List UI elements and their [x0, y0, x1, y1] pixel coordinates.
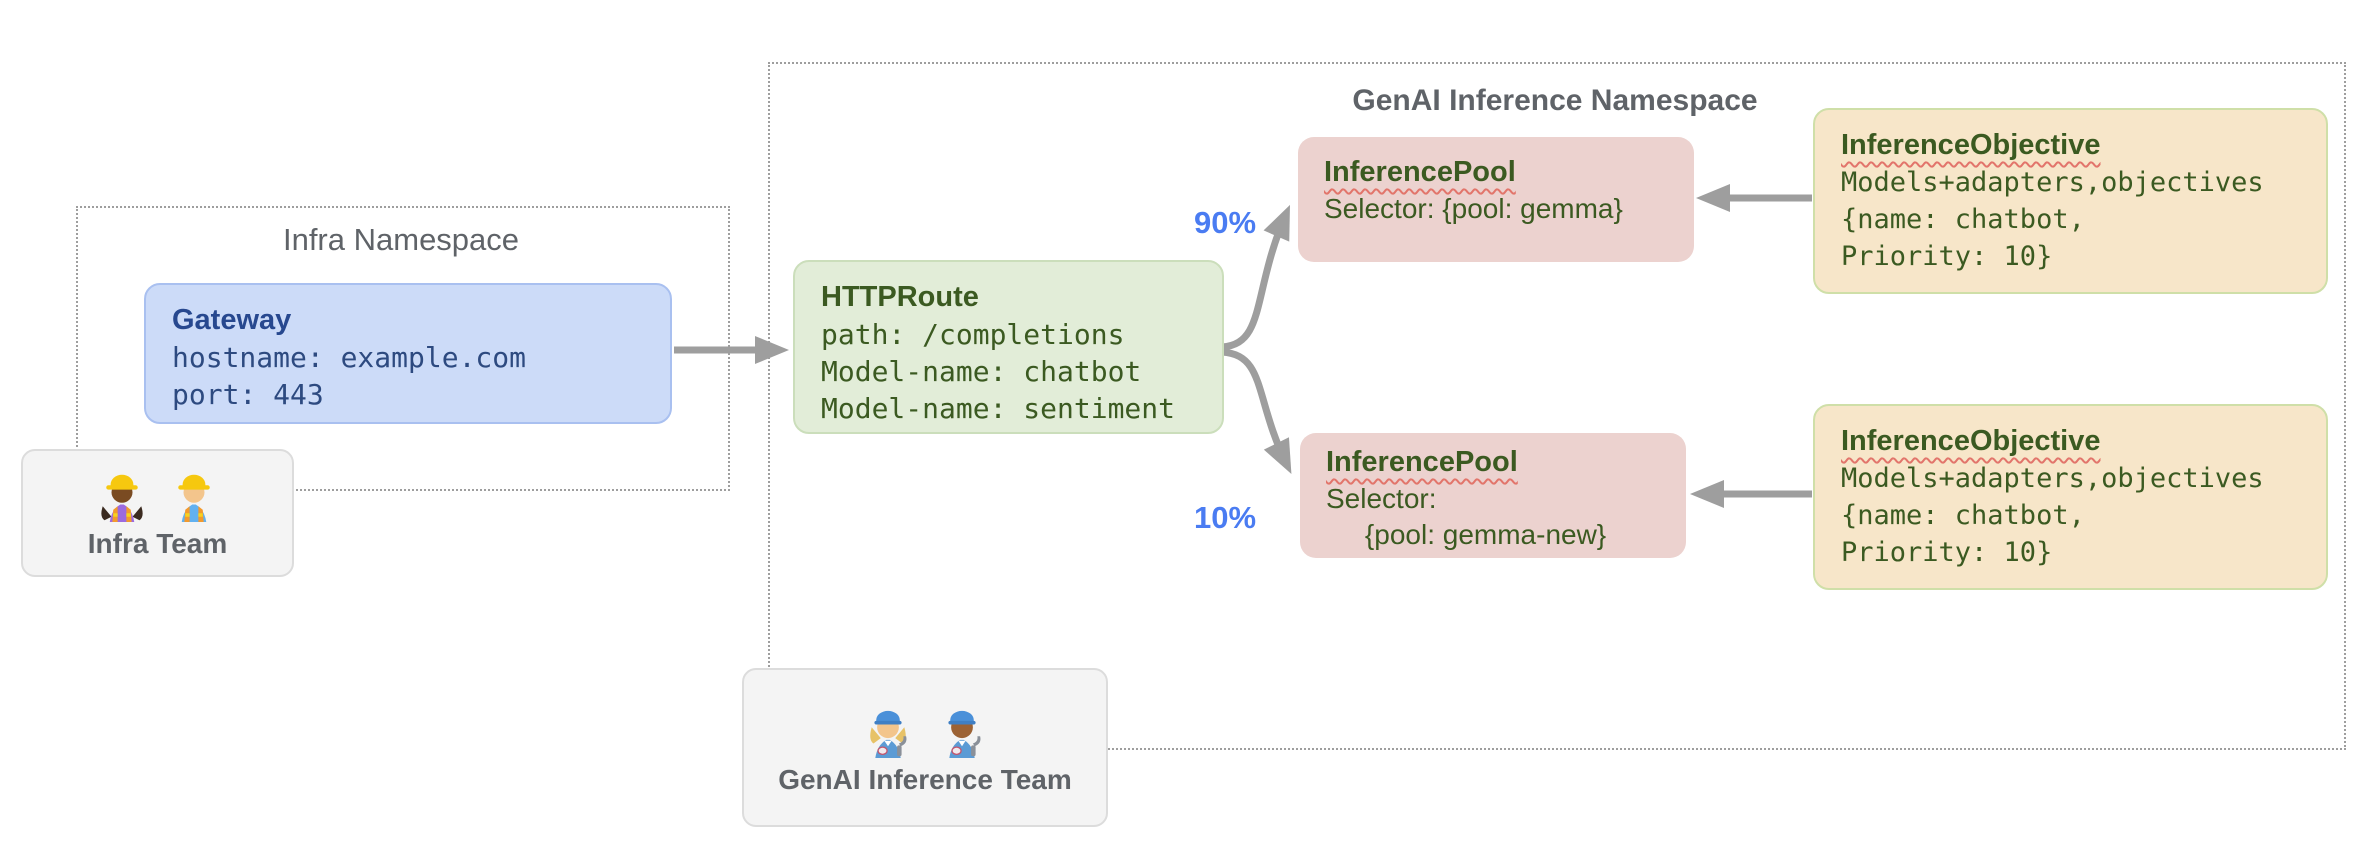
woman-construction-worker-emoji: [100, 474, 143, 522]
inference-pool-top-title: InferencePool: [1324, 156, 1516, 188]
inference-objective-top-box: InferenceObjective Models+adapters,objec…: [1813, 108, 2328, 294]
inference-objective-top-models-line: Models+adapters,objectives: [1841, 167, 2264, 198]
httproute-model-chatbot-line: Model-name: chatbot: [821, 355, 1142, 388]
traffic-split-90: 90%: [1193, 205, 1257, 240]
infra-team-label: Infra Team: [87, 528, 228, 559]
genai-team-card: GenAI Inference Team: [742, 668, 1108, 827]
inference-pool-bottom-selector-value-line: {pool: gemma-new}: [1326, 519, 1607, 550]
arrow-httproute-to-pool-top: [1221, 204, 1290, 351]
gateway-hostname-line: hostname: example.com: [172, 341, 527, 374]
inference-objective-bottom-title: InferenceObjective: [1841, 425, 2101, 457]
traffic-split-10: 10%: [1193, 500, 1257, 535]
woman-mechanic-emoji: [870, 710, 907, 758]
man-mechanic-emoji: [948, 710, 981, 758]
inference-objective-bottom-models-line: Models+adapters,objectives: [1841, 463, 2264, 494]
inference-objective-bottom-priority-line: Priority: 10}: [1841, 537, 2053, 568]
inference-objective-top-name-line: {name: chatbot,: [1841, 204, 2085, 235]
httproute-path-line: path: /completions: [821, 318, 1125, 351]
arrow-httproute-to-pool-bottom: [1221, 348, 1292, 474]
httproute-model-sentiment-line: Model-name: sentiment: [821, 392, 1176, 425]
inference-pool-top-selector-line: Selector: {pool: gemma}: [1324, 193, 1623, 224]
inference-pool-bottom-selector-line: Selector:: [1326, 483, 1437, 514]
gateway-title: Gateway: [172, 304, 292, 336]
httproute-box: HTTPRoute path: /completions Model-name:…: [793, 260, 1224, 434]
httproute-title: HTTPRoute: [821, 281, 979, 313]
gateway-box: Gateway hostname: example.com port: 443: [144, 283, 672, 424]
genai-team-icons: [859, 700, 991, 758]
inference-objective-bottom-box: InferenceObjective Models+adapters,objec…: [1813, 404, 2328, 590]
genai-namespace-title: GenAI Inference Namespace: [1352, 84, 1758, 117]
genai-team-label: GenAI Inference Team: [778, 763, 1072, 795]
inference-pool-bottom-box: InferencePool Selector: {pool: gemma-new…: [1300, 433, 1686, 558]
construction-worker-emoji: [177, 474, 210, 522]
infra-team-card: Infra Team: [21, 449, 294, 577]
inference-pool-top-box: InferencePool Selector: {pool: gemma}: [1298, 137, 1694, 262]
inference-objective-top-priority-line: Priority: 10}: [1841, 241, 2053, 272]
inference-objective-top-title: InferenceObjective: [1841, 129, 2101, 161]
gateway-port-line: port: 443: [172, 378, 324, 411]
infra-namespace-title: Infra Namespace: [282, 222, 520, 257]
inference-objective-bottom-name-line: {name: chatbot,: [1841, 500, 2085, 531]
infra-team-icons: [94, 466, 222, 522]
inference-pool-bottom-title: InferencePool: [1326, 446, 1518, 478]
genai-namespace-box: [768, 62, 2346, 750]
